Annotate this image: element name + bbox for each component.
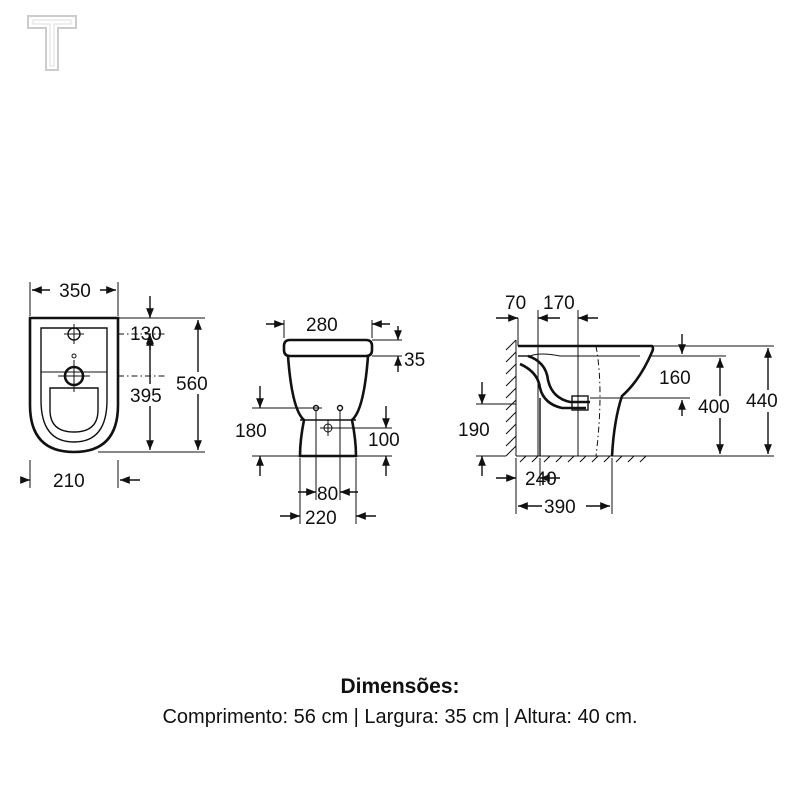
dim-front-base-width: 220 [305, 508, 337, 529]
dim-top-hole-spacing: 395 [130, 386, 162, 407]
dim-top-front-width: 210 [53, 471, 85, 492]
dim-front-rim: 35 [404, 350, 425, 371]
dim-front-width: 280 [306, 315, 338, 336]
dim-side-total-depth: 390 [544, 497, 576, 518]
dim-side-outlet-height: 190 [458, 420, 490, 441]
dim-front-hole-spacing: 80 [317, 484, 338, 505]
brand-logo: T [27, 15, 77, 71]
dim-top-width: 350 [59, 281, 91, 302]
dim-side-outlet-offset: 170 [543, 293, 575, 314]
front-view: 280 35 180 100 80 220 [235, 315, 425, 529]
dim-front-pipe-height: 100 [368, 430, 400, 451]
side-view: 70 170 160 400 440 190 240 390 [458, 292, 788, 518]
dim-side-base-depth: 240 [525, 469, 557, 490]
dim-front-hole-height: 180 [235, 421, 267, 442]
top-view: 350 130 395 560 210 [20, 278, 220, 492]
dim-side-rim-height: 400 [698, 397, 730, 418]
caption-heading: Dimensões: [340, 675, 460, 698]
dim-side-wall-offset: 70 [505, 293, 526, 314]
logo-letter: T [52, 59, 53, 61]
dim-top-length: 560 [176, 374, 208, 395]
caption-details: Comprimento: 56 cm | Largura: 35 cm | Al… [162, 706, 638, 728]
dim-top-front-offset: 130 [130, 324, 162, 345]
caption: Dimensões: Comprimento: 56 cm | Largura:… [0, 672, 800, 732]
dim-side-total-height: 440 [746, 391, 778, 412]
dim-side-bowl-drop: 160 [659, 368, 691, 389]
